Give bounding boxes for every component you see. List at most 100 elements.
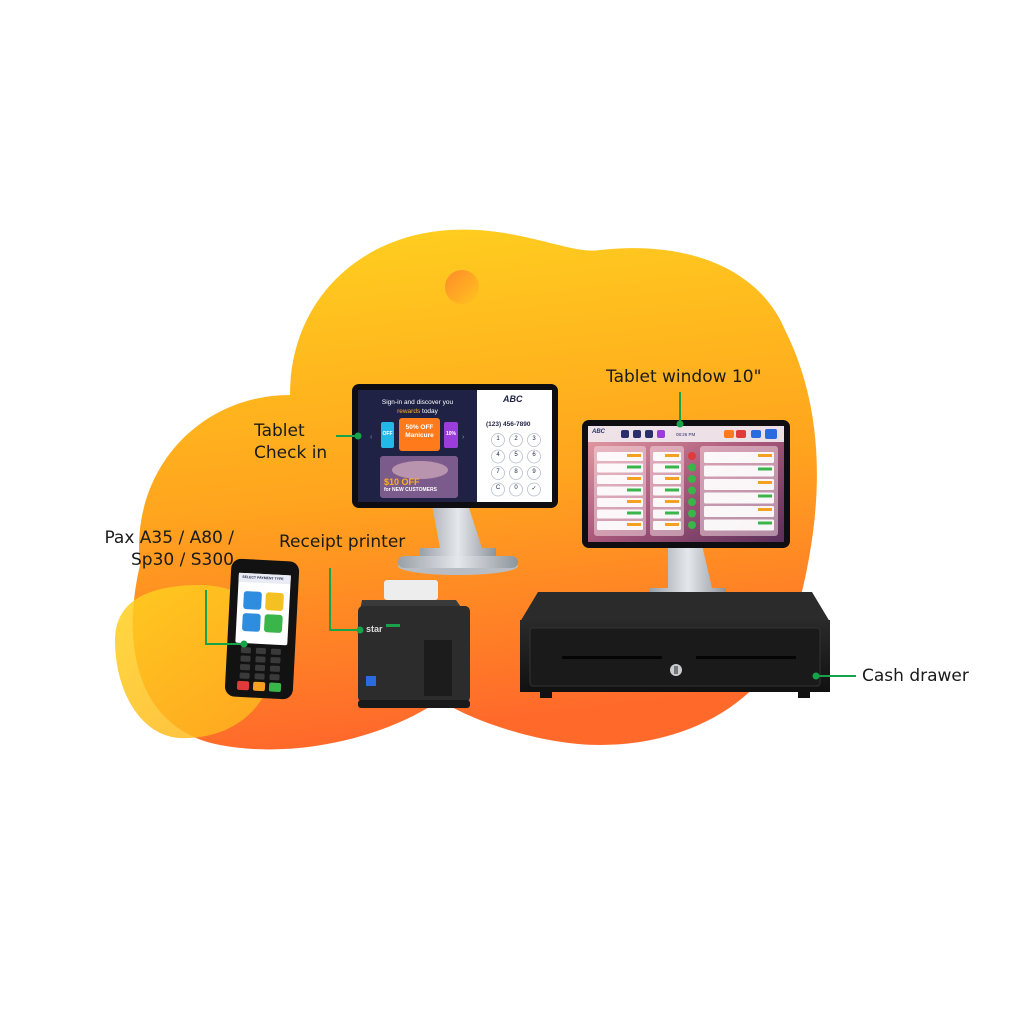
- keypad-key-circle: [527, 466, 541, 480]
- pax-key: [239, 663, 251, 671]
- label-pax: Pax A35 / A80 / Sp30 / S300: [96, 527, 234, 571]
- banner-line2: for NEW CUSTOMERS: [384, 487, 437, 493]
- checkin-headline: Sign-in and discover you rewards today: [360, 398, 475, 416]
- label-tablet-checkin: Tablet Check in: [254, 420, 327, 464]
- pax-key: [270, 657, 281, 664]
- keypad-key-circle: [509, 449, 523, 464]
- checkin-brand-logo: ABC: [503, 394, 523, 404]
- pax-key: [269, 665, 281, 672]
- pos-card-status: [627, 523, 641, 526]
- pos-card: [704, 519, 774, 531]
- label-cash-drawer: Cash drawer: [862, 666, 969, 686]
- pos-card-status: [758, 494, 772, 498]
- pos-card: [704, 492, 774, 504]
- pos-clock: 08:26 PM: [676, 432, 696, 437]
- keypad-key[interactable]: 0: [514, 485, 518, 491]
- checkin-headline-accent: rewards: [397, 408, 421, 415]
- pos-card-status: [627, 465, 641, 469]
- keypad-key[interactable]: C: [495, 485, 501, 491]
- pos-card-status: [758, 467, 772, 471]
- keypad-key[interactable]: 1: [496, 435, 500, 442]
- pax-key: [255, 656, 266, 663]
- pax-key: [254, 664, 266, 672]
- pos-card-status: [665, 454, 679, 457]
- pax-key: [240, 647, 251, 654]
- label-tablet-window: Tablet window 10": [606, 367, 762, 387]
- promo-left[interactable]: OFF: [382, 431, 393, 437]
- promo-main[interactable]: 50% OFF Manicure: [399, 424, 440, 440]
- label-receipt-printer: Receipt printer: [279, 532, 406, 552]
- receipt-printer: star: [358, 580, 470, 708]
- checkin-headline-line1: Sign-in and discover you: [381, 399, 454, 406]
- keypad-key[interactable]: 4: [496, 452, 500, 458]
- svg-text:›: ›: [462, 434, 465, 441]
- label-tablet-checkin-line1: Tablet: [254, 421, 305, 441]
- pos-staff-dot: [688, 521, 696, 529]
- keypad-key-circle: [491, 466, 505, 480]
- pos-card-status: [665, 500, 679, 503]
- pax-key: [269, 674, 280, 681]
- pos-card-status: [665, 523, 679, 526]
- keypad-key[interactable]: 7: [496, 468, 500, 475]
- keypad-key-circle: [509, 482, 523, 497]
- keypad-key-circle: [527, 449, 541, 464]
- label-pax-line1: Pax A35 / A80 /: [104, 528, 234, 548]
- pos-card-status: [758, 454, 772, 457]
- pos-card-status: [627, 454, 641, 457]
- svg-text:‹: ‹: [370, 434, 373, 441]
- pos-card: [704, 465, 774, 477]
- pos-card-status: [627, 477, 641, 480]
- keypad-key[interactable]: 3: [532, 435, 536, 442]
- pos-card-status: [627, 488, 641, 492]
- label-pax-line2: Sp30 / S300: [131, 550, 234, 570]
- checkin-headline-rest: today: [420, 408, 438, 415]
- pos-card-status: [627, 500, 641, 503]
- pos-staff-dot: [688, 498, 696, 506]
- new-customer-banner[interactable]: $10 OFF for NEW CUSTOMERS: [384, 478, 458, 494]
- pos-card: [704, 452, 774, 463]
- pax-key: [240, 655, 251, 662]
- pos-card-status: [627, 511, 641, 515]
- pos-staff-dot: [688, 486, 696, 495]
- pos-tablet: [582, 420, 790, 610]
- pos-card-status: [665, 488, 679, 492]
- pos-staff-dot: [688, 463, 696, 472]
- decor-dot: [445, 270, 479, 304]
- pos-brand-logo: ABC: [592, 429, 605, 435]
- promo-main-line1: 50% OFF: [405, 424, 434, 431]
- keypad-key[interactable]: 9: [532, 468, 536, 475]
- keypad-key[interactable]: 5: [514, 452, 518, 458]
- pos-card: [704, 479, 774, 490]
- promo-right[interactable]: 10%: [445, 431, 456, 437]
- checkin-tablet: ‹ ›: [352, 384, 558, 575]
- keypad-key-circle: [509, 433, 523, 447]
- banner-line1: $10 OFF: [384, 477, 420, 487]
- pax-key: [255, 647, 266, 655]
- pos-card-status: [758, 508, 772, 511]
- pos-card-status: [665, 477, 679, 480]
- pos-card-status: [665, 511, 679, 515]
- keypad-key-circle: [491, 482, 505, 497]
- keypad-key-circle: [527, 433, 541, 447]
- pos-card-status: [758, 521, 772, 525]
- cash-drawer: [520, 592, 830, 698]
- pos-card-status: [665, 465, 679, 469]
- keypad-key[interactable]: 2: [514, 435, 518, 442]
- phone-input[interactable]: (123) 456-7890: [486, 421, 531, 428]
- pax-key: [270, 648, 281, 655]
- keypad-key-circle: [509, 466, 523, 480]
- pos-staff-dot: [688, 475, 696, 483]
- keypad-key[interactable]: 8: [514, 468, 518, 475]
- keypad-key[interactable]: 6: [532, 452, 536, 458]
- promo-main-line2: Manicure: [405, 432, 434, 439]
- callout-connectors: [205, 392, 856, 677]
- pos-staff-dot: [688, 452, 696, 460]
- pax-terminal: [224, 558, 300, 700]
- keypad-key[interactable]: ✓: [531, 486, 537, 492]
- pax-key: [239, 672, 250, 679]
- label-tablet-checkin-line2: Check in: [254, 443, 328, 463]
- keypad-key-circle: [527, 482, 541, 497]
- pax-key: [254, 673, 265, 680]
